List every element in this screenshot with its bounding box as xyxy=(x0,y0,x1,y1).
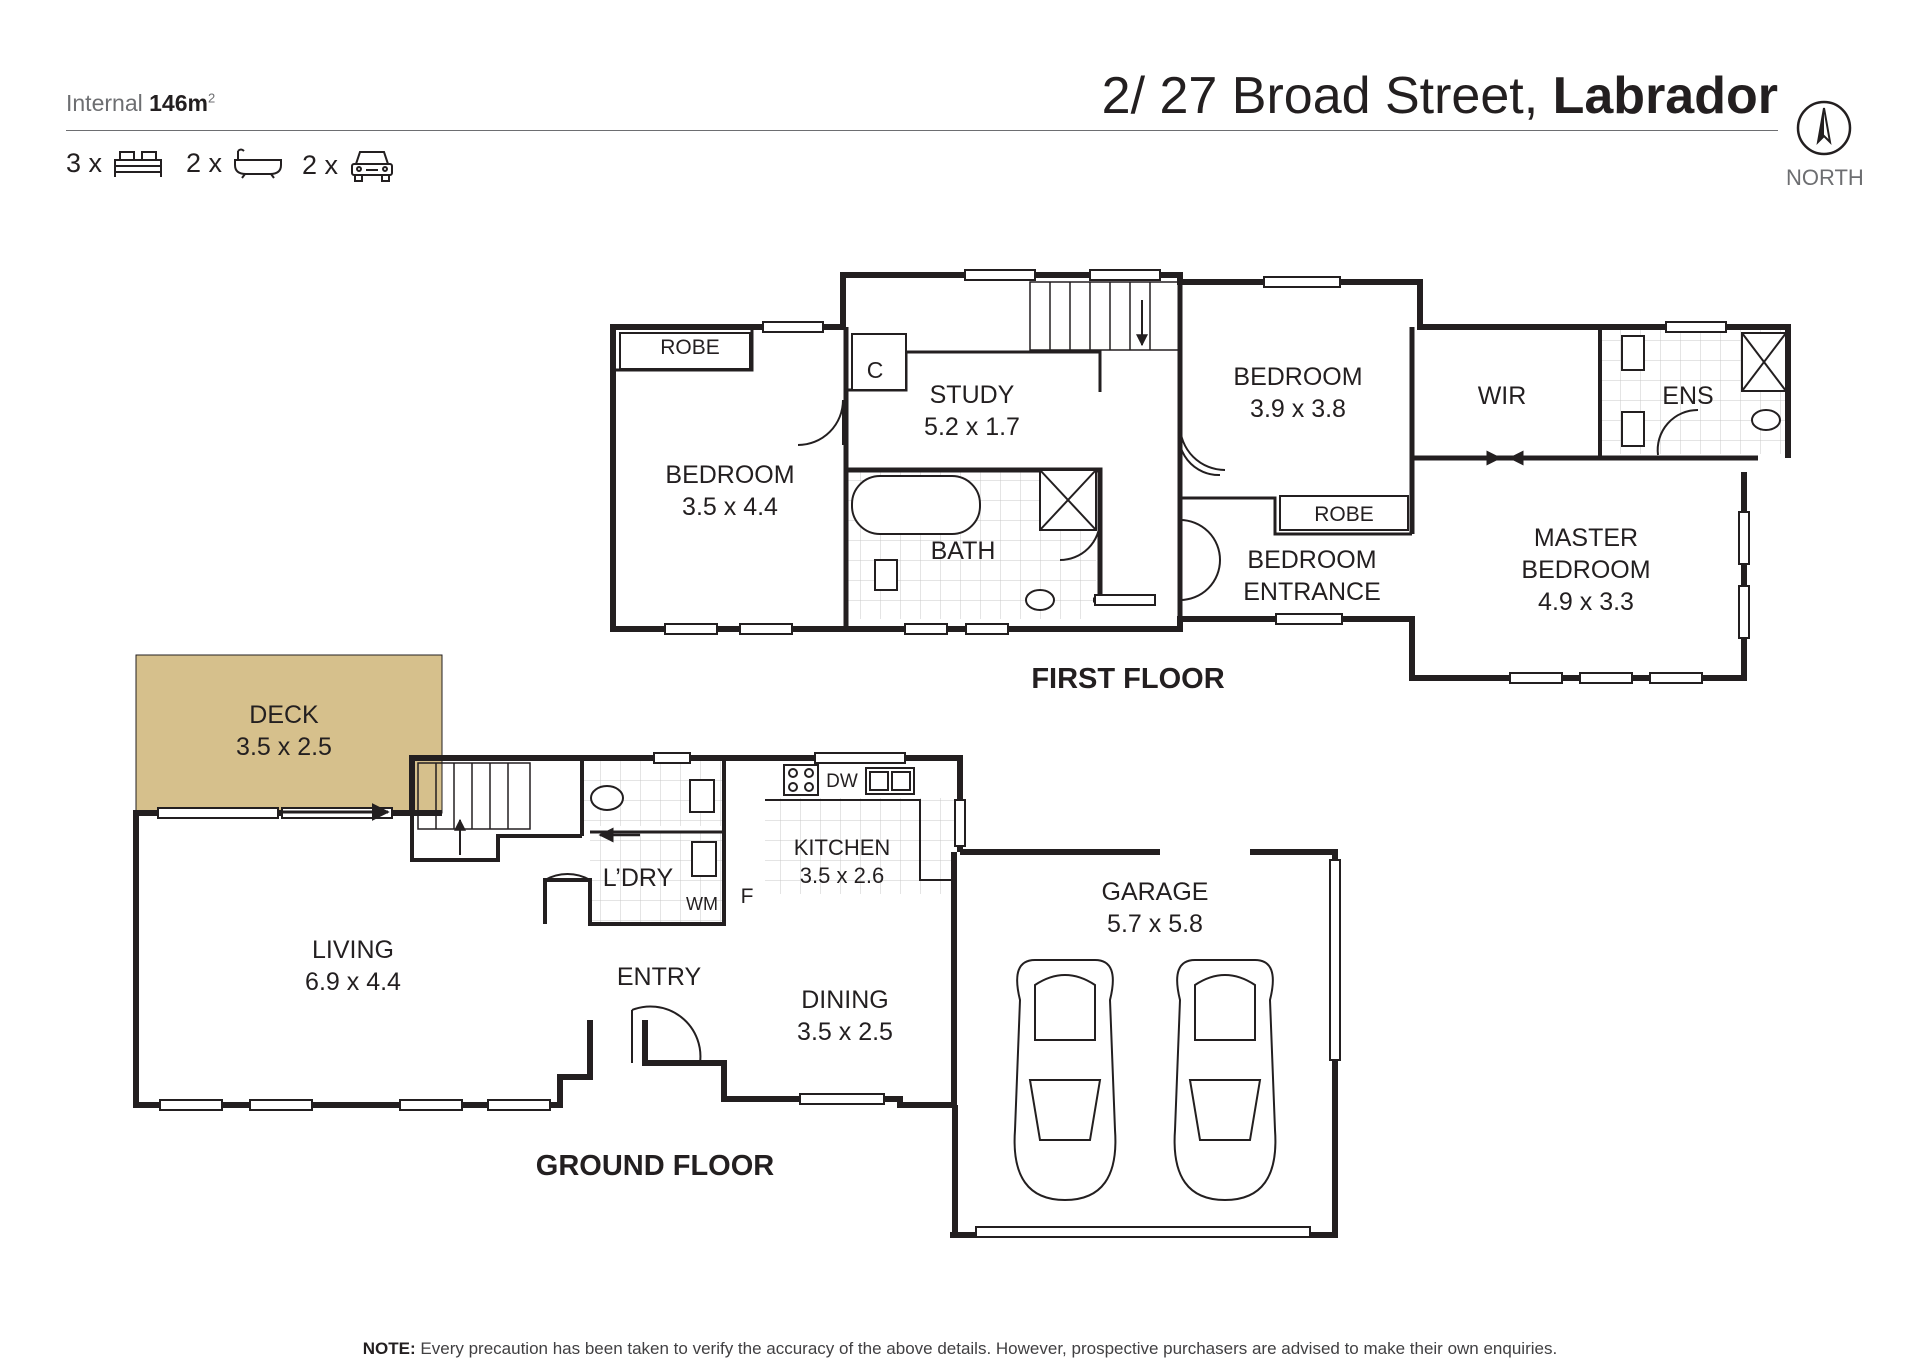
label-deck: DECK xyxy=(249,701,319,729)
feature-bedrooms: 3 x xyxy=(66,146,164,180)
first-floor-doors xyxy=(797,399,1699,601)
label-c: C xyxy=(867,357,884,383)
first-floor-stairs xyxy=(1029,281,1181,351)
label-wir: WIR xyxy=(1478,382,1527,410)
area-label: Internal xyxy=(66,90,143,116)
internal-area: Internal 146m2 xyxy=(66,90,215,117)
label-study-dim: 5.2 x 1.7 xyxy=(924,413,1020,441)
car-outline-1 xyxy=(1013,959,1117,1202)
label-laundry: L’DRY xyxy=(603,864,674,892)
bed-icon xyxy=(114,151,163,177)
label-master-1: MASTER xyxy=(1534,524,1638,552)
ground-floor-doors xyxy=(544,799,955,1064)
label-fridge: F xyxy=(741,885,754,908)
label-ens: ENS xyxy=(1662,382,1713,410)
address-street: 2/ 27 Broad Street, xyxy=(1101,67,1539,125)
label-dining: DINING xyxy=(801,986,889,1014)
label-living: LIVING xyxy=(312,936,394,964)
north-indicator: NORTH xyxy=(1786,98,1864,191)
label-bedroom-center: BEDROOM xyxy=(1233,363,1362,391)
label-living-dim: 6.9 x 4.4 xyxy=(305,968,401,996)
bathroom-count: 2 x xyxy=(186,147,223,178)
compass-icon xyxy=(1796,100,1852,156)
first-floor-fixtures xyxy=(619,332,1787,611)
deck-area xyxy=(135,654,443,814)
car-outline-2 xyxy=(1173,959,1277,1202)
area-value: 146m xyxy=(149,90,208,116)
note-text: Every precaution has been taken to verif… xyxy=(420,1339,1558,1358)
label-robe-left: ROBE xyxy=(660,336,720,359)
label-bedroom-left-dim: 3.5 x 4.4 xyxy=(682,493,778,521)
garage-door xyxy=(975,1226,1311,1238)
label-bedroom-entrance-2: ENTRANCE xyxy=(1243,578,1381,606)
label-dw: DW xyxy=(826,771,858,792)
label-garage-dim: 5.7 x 5.8 xyxy=(1107,910,1203,938)
disclaimer-note: NOTE: Every precaution has been taken to… xyxy=(0,1339,1920,1359)
label-robe-center: ROBE xyxy=(1314,503,1374,526)
label-garage: GARAGE xyxy=(1102,878,1209,906)
label-deck-dim: 3.5 x 2.5 xyxy=(236,733,332,761)
note-label: NOTE: xyxy=(362,1339,416,1358)
label-dining-dim: 3.5 x 2.5 xyxy=(797,1018,893,1046)
area-unit: 2 xyxy=(207,90,216,106)
car-icon xyxy=(351,151,394,182)
north-label: NORTH xyxy=(1786,165,1864,190)
feature-bathrooms: 2 x xyxy=(186,146,284,180)
label-study: STUDY xyxy=(930,381,1015,409)
address-suburb: Labrador xyxy=(1552,67,1778,125)
first-floor-windows xyxy=(664,269,1750,684)
label-kitchen-dim: 3.5 x 2.6 xyxy=(800,863,884,888)
bedroom-count: 3 x xyxy=(66,147,103,178)
label-bath: BATH xyxy=(931,537,996,565)
label-wm: WM xyxy=(686,894,718,914)
label-ground-floor: GROUND FLOOR xyxy=(536,1150,774,1182)
car-count: 2 x xyxy=(302,149,339,180)
bath-icon xyxy=(234,148,283,179)
label-bedroom-center-dim: 3.9 x 3.8 xyxy=(1250,395,1346,423)
label-first-floor: FIRST FLOOR xyxy=(1031,663,1224,695)
ground-floor-stairs xyxy=(280,762,531,855)
label-master-dim: 4.9 x 3.3 xyxy=(1538,588,1634,616)
property-address: 2/ 27 Broad Street, Labrador xyxy=(1102,66,1778,126)
label-entry: ENTRY xyxy=(617,963,702,991)
feature-carspaces: 2 x xyxy=(302,146,396,184)
label-master-2: BEDROOM xyxy=(1521,556,1650,584)
header-rule xyxy=(66,130,1778,131)
label-kitchen: KITCHEN xyxy=(794,835,891,860)
label-bedroom-left: BEDROOM xyxy=(665,461,794,489)
ground-floor-fixtures xyxy=(590,764,915,877)
label-bedroom-entrance-1: BEDROOM xyxy=(1247,546,1376,574)
